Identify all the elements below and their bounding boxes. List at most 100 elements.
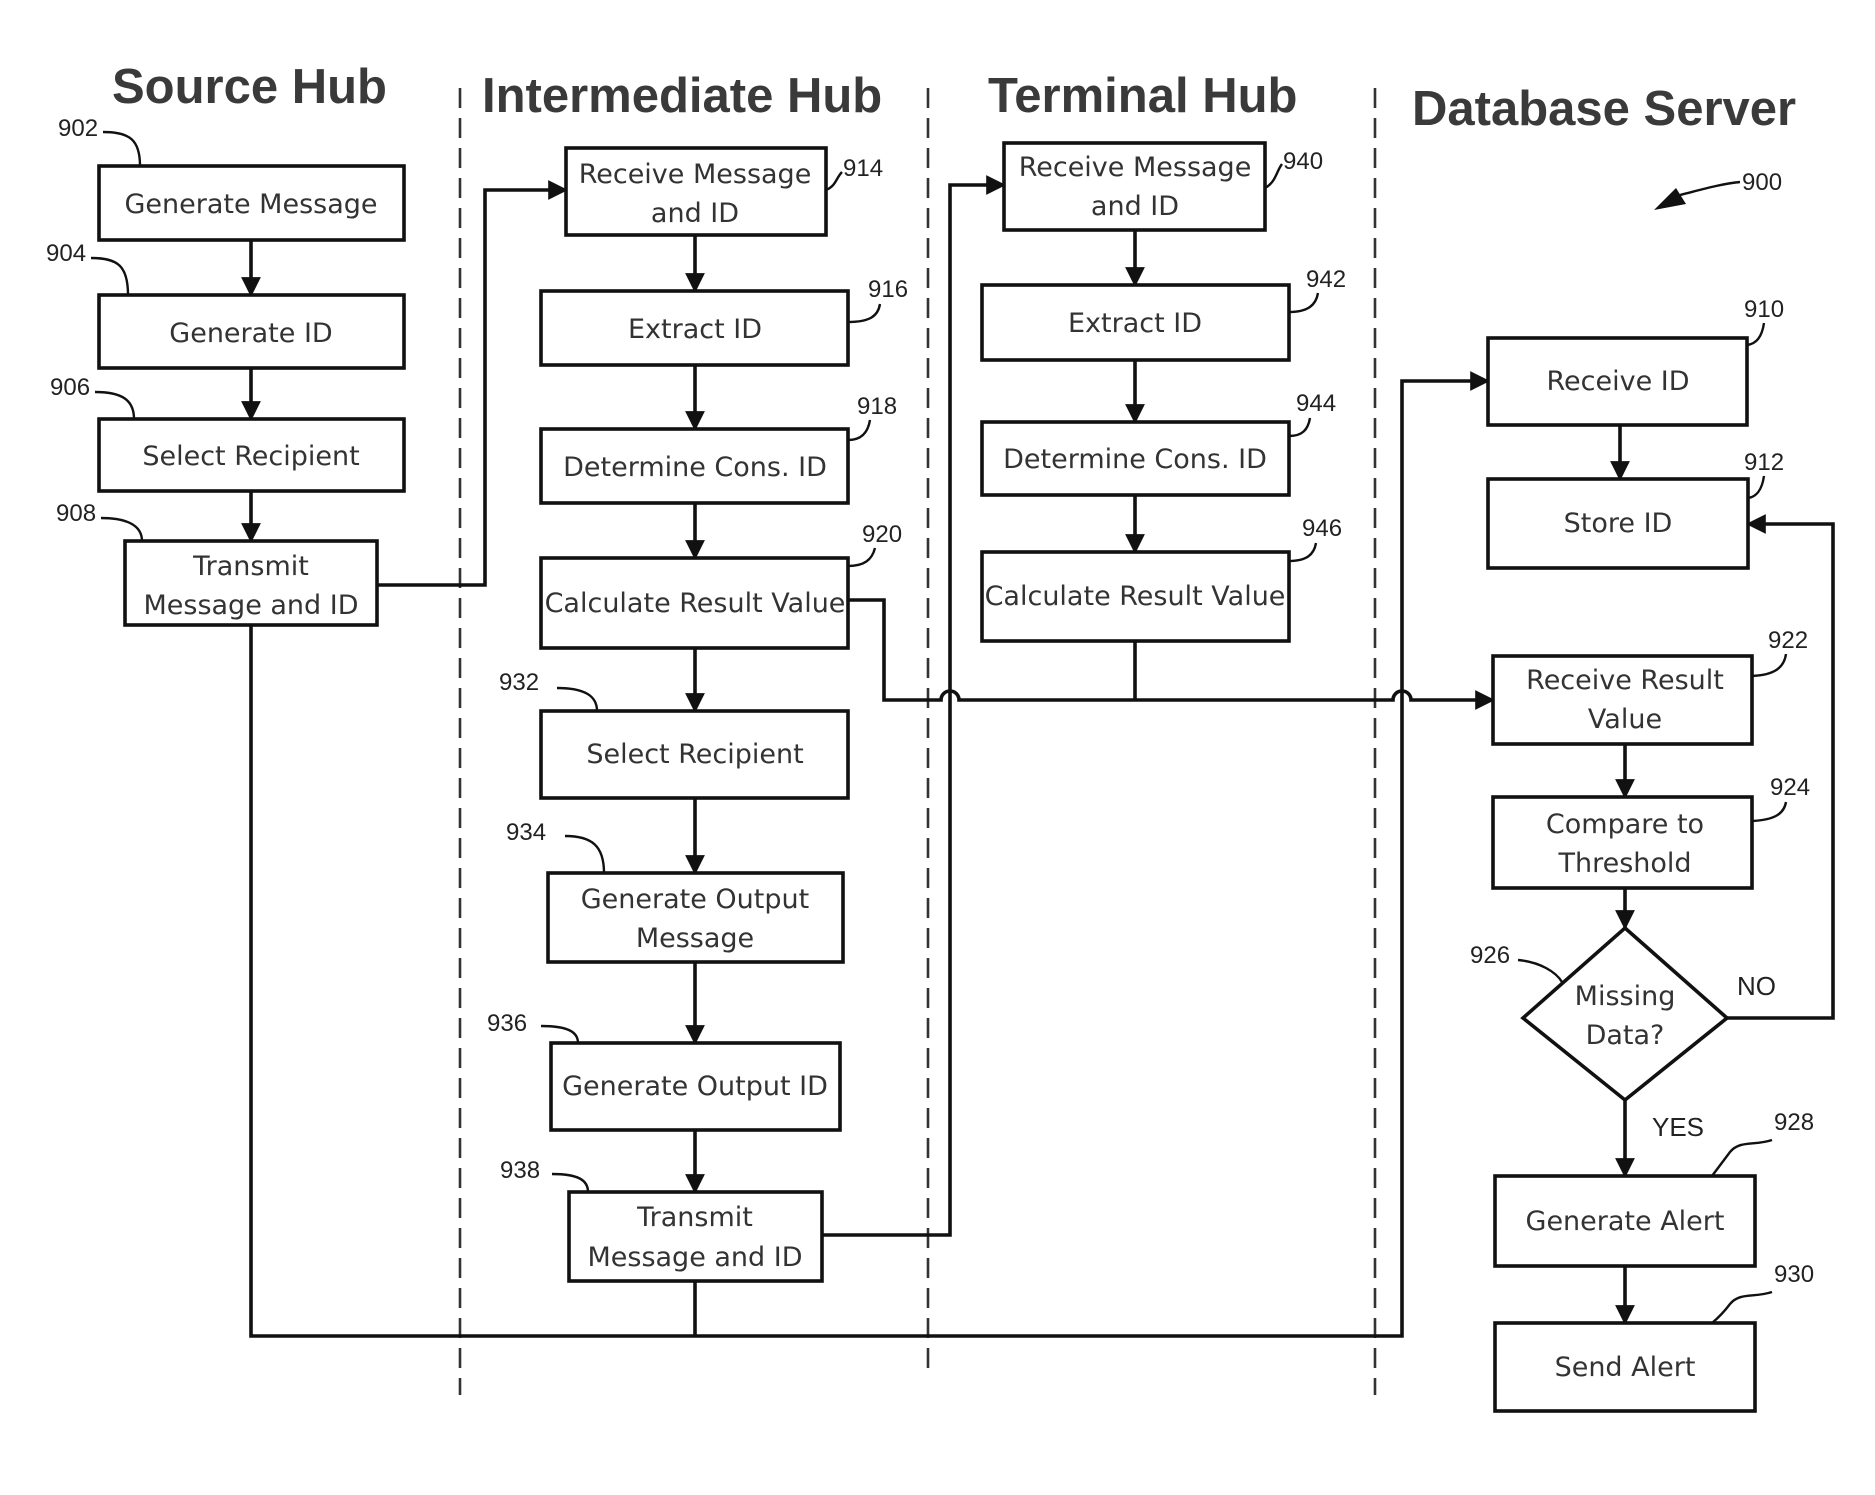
step-908-text-line1: Transmit — [192, 551, 309, 582]
step-932-leader — [557, 688, 597, 711]
step-924-compare-to-threshold: Compare to Threshold 924 — [1493, 774, 1810, 888]
step-904-leader — [91, 258, 128, 295]
step-940-leader — [1265, 164, 1282, 188]
step-908-leader — [101, 518, 142, 541]
step-912-leader — [1748, 476, 1764, 498]
step-942-ref: 942 — [1306, 266, 1346, 293]
lane-title-database-server: Database Server — [1412, 82, 1796, 136]
step-930-ref: 930 — [1774, 1261, 1814, 1288]
step-906-text: Select Recipient — [142, 441, 359, 472]
step-912-store-id: Store ID 912 — [1488, 449, 1784, 568]
step-910-text: Receive ID — [1546, 366, 1689, 397]
step-924-leader — [1752, 802, 1786, 821]
step-916-text: Extract ID — [628, 314, 762, 345]
step-932-select-recipient: Select Recipient 932 — [499, 669, 848, 798]
step-920-leader — [848, 548, 875, 566]
arrow-926-912-no — [1727, 524, 1833, 1018]
step-914-leader — [826, 172, 842, 190]
step-910-receive-id: Receive ID 910 — [1488, 296, 1784, 425]
step-938-text-line2: Message and ID — [587, 1242, 802, 1273]
step-944-ref: 944 — [1296, 390, 1336, 417]
step-924-text-line1: Compare to — [1546, 809, 1704, 840]
step-928-text: Generate Alert — [1526, 1206, 1725, 1237]
step-940-receive-message-and-id: Receive Message and ID 940 — [1004, 143, 1323, 230]
step-934-text-line2: Message — [636, 923, 754, 954]
step-906-select-recipient: Select Recipient 906 — [50, 374, 404, 491]
step-926-ref: 926 — [1470, 942, 1510, 969]
step-910-leader — [1747, 323, 1764, 345]
step-946-calculate-result-value: Calculate Result Value 946 — [982, 515, 1342, 641]
step-926-text-line1: Missing — [1575, 981, 1676, 1012]
step-934-ref: 934 — [506, 819, 546, 846]
lane-title-source-hub: Source Hub — [112, 60, 387, 114]
step-916-leader — [848, 304, 880, 322]
step-938-transmit-message-and-id: Transmit Message and ID 938 — [500, 1157, 822, 1281]
step-936-leader — [541, 1026, 578, 1043]
figure-ref-leader — [1680, 182, 1740, 195]
step-912-ref: 912 — [1744, 449, 1784, 476]
step-942-text: Extract ID — [1068, 308, 1202, 339]
step-914-text-line1: Receive Message — [579, 159, 812, 190]
lane-title-intermediate-hub: Intermediate Hub — [482, 69, 882, 123]
step-902-ref: 902 — [58, 115, 98, 142]
step-908-transmit-message-and-id: Transmit Message and ID 908 — [56, 500, 377, 625]
step-920-calculate-result-value: Calculate Result Value 920 — [541, 521, 902, 648]
step-904-generate-id: Generate ID 904 — [46, 240, 404, 368]
lane-title-terminal-hub: Terminal Hub — [988, 69, 1297, 123]
step-944-leader — [1289, 418, 1310, 436]
step-934-generate-output-message: Generate Output Message 934 — [506, 819, 843, 962]
step-940-text-line2: and ID — [1091, 191, 1179, 222]
step-918-ref: 918 — [857, 393, 897, 420]
step-902-text: Generate Message — [124, 189, 377, 220]
step-926-missing-data-decision: Missing Data? 926 — [1470, 928, 1727, 1100]
step-932-ref: 932 — [499, 669, 539, 696]
step-942-leader — [1289, 293, 1318, 312]
step-936-ref: 936 — [487, 1010, 527, 1037]
step-934-leader — [565, 836, 604, 873]
step-944-determine-cons-id: Determine Cons. ID 944 — [982, 390, 1336, 495]
step-922-text-line1: Receive Result — [1526, 665, 1724, 696]
step-930-text: Send Alert — [1555, 1352, 1696, 1383]
step-944-text: Determine Cons. ID — [1003, 444, 1267, 475]
step-922-leader — [1752, 654, 1786, 676]
step-942-extract-id: Extract ID 942 — [982, 266, 1346, 360]
step-914-receive-message-and-id: Receive Message and ID 914 — [566, 148, 883, 235]
step-920-ref: 920 — [862, 521, 902, 548]
step-938-ref: 938 — [500, 1157, 540, 1184]
step-916-extract-id: Extract ID 916 — [541, 276, 908, 365]
step-938-text-line1: Transmit — [636, 1202, 753, 1233]
step-934-text-line1: Generate Output — [581, 884, 809, 915]
step-918-leader — [848, 420, 870, 440]
step-946-ref: 946 — [1302, 515, 1342, 542]
step-914-text-line2: and ID — [651, 198, 739, 229]
step-906-ref: 906 — [50, 374, 90, 401]
step-928-leader — [1712, 1140, 1772, 1176]
branch-label-yes: YES — [1652, 1112, 1704, 1142]
step-908-ref: 908 — [56, 500, 96, 527]
step-936-generate-output-id: Generate Output ID 936 — [487, 1010, 840, 1130]
step-922-text-line2: Value — [1588, 704, 1662, 735]
step-924-ref: 924 — [1770, 774, 1810, 801]
step-930-send-alert: Send Alert 930 — [1495, 1261, 1814, 1411]
step-902-generate-message: Generate Message 902 — [58, 115, 404, 240]
step-932-text: Select Recipient — [586, 739, 803, 770]
figure-ref-label: 900 — [1742, 169, 1782, 196]
figure-ref-arrowhead — [1654, 188, 1686, 210]
step-920-text: Calculate Result Value — [545, 588, 846, 619]
step-912-text: Store ID — [1564, 508, 1673, 539]
step-902-leader — [103, 132, 140, 166]
step-916-ref: 916 — [868, 276, 908, 303]
step-918-determine-cons-id: Determine Cons. ID 918 — [541, 393, 897, 503]
step-908-text-line2: Message and ID — [143, 590, 358, 621]
step-926-text-line2: Data? — [1586, 1020, 1665, 1051]
step-940-text-line1: Receive Message — [1019, 152, 1252, 183]
step-922-receive-result-value: Receive Result Value 922 — [1493, 627, 1808, 744]
arrow-908-914 — [377, 190, 566, 585]
step-918-text: Determine Cons. ID — [563, 452, 827, 483]
step-946-text: Calculate Result Value — [985, 581, 1286, 612]
step-926-leader — [1518, 960, 1562, 982]
step-914-ref: 914 — [843, 155, 883, 182]
branch-label-no: NO — [1737, 971, 1776, 1001]
step-906-leader — [95, 392, 134, 419]
